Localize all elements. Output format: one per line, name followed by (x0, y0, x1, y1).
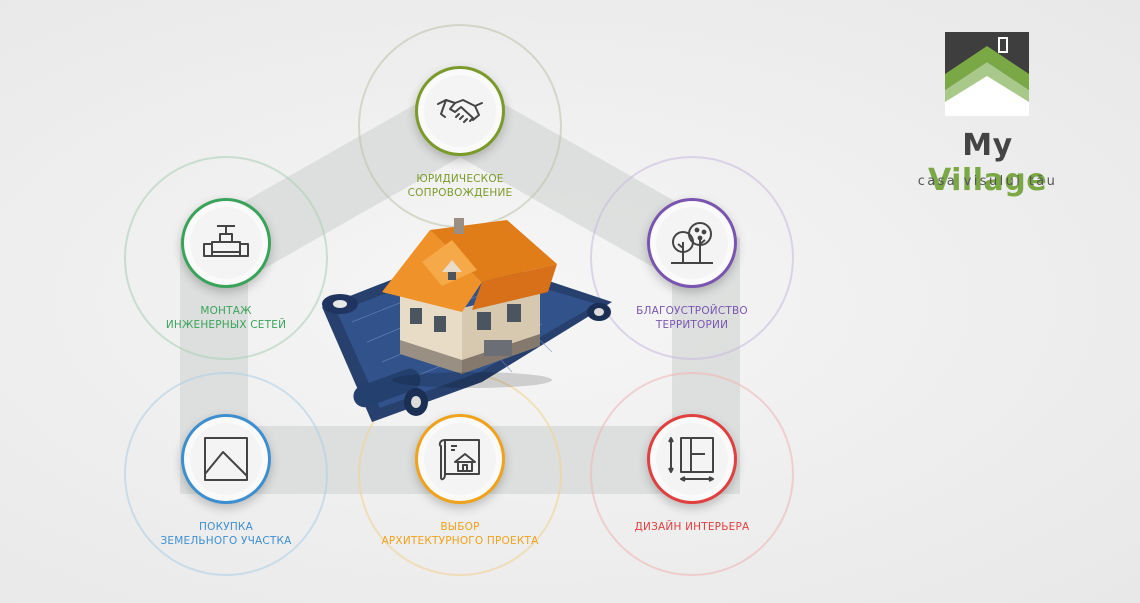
label-landscaping-line2: ТЕРРИТОРИИ (655, 319, 729, 331)
service-interior[interactable]: ДИЗАЙН ИНТЕРЬЕРА (590, 372, 794, 576)
service-project[interactable]: ВЫБОР АРХИТЕКТУРНОГО ПРОЕКТА (358, 372, 562, 576)
label-project-line1: ВЫБОР (440, 521, 480, 533)
logo-brand-name: My Village (900, 128, 1075, 198)
label-legal-line2: СОПРОВОЖДЕНИЕ (407, 187, 513, 199)
service-engineering[interactable]: МОНТАЖ ИНЖЕНЕРНЫХ СЕТЕЙ (124, 156, 328, 360)
label-project-line2: АРХИТЕКТУРНОГО ПРОЕКТА (381, 535, 539, 547)
pipe-valve-icon (203, 225, 249, 257)
ring-engineering (124, 156, 328, 360)
icon-circle-landscaping (647, 198, 737, 288)
label-engineering-line1: МОНТАЖ (200, 305, 252, 317)
label-engineering-line2: ИНЖЕНЕРНЫХ СЕТЕЙ (165, 319, 287, 331)
icon-circle-land (181, 414, 271, 504)
trees-icon (671, 222, 713, 264)
ring-land (124, 372, 328, 576)
label-land-line1: ПОКУПКА (199, 521, 253, 533)
blueprint-icon (438, 439, 480, 481)
label-project: ВЫБОР АРХИТЕКТУРНОГО ПРОЕКТА (358, 520, 562, 548)
service-legal[interactable]: ЮРИДИЧЕСКОЕ СОПРОВОЖДЕНИЕ (358, 24, 562, 228)
logo-tagline: casa visului tău (917, 174, 1058, 189)
logo-brand-my: My (962, 128, 1013, 163)
label-legal: ЮРИДИЧЕСКОЕ СОПРОВОЖДЕНИЕ (358, 172, 562, 200)
label-engineering: МОНТАЖ ИНЖЕНЕРНЫХ СЕТЕЙ (124, 304, 328, 332)
my-village-logo[interactable]: My Village casa visului tău (900, 32, 1075, 202)
logo-brand-village: Village (927, 163, 1048, 198)
label-interior-line1: ДИЗАЙН ИНТЕРЬЕРА (634, 521, 750, 533)
label-landscaping-line1: БЛАГОУСТРОЙСТВО (636, 305, 748, 317)
ring-interior (590, 372, 794, 576)
service-landscaping[interactable]: БЛАГОУСТРОЙСТВО ТЕРРИТОРИИ (590, 156, 794, 360)
icon-circle-engineering (181, 198, 271, 288)
handshake-icon (437, 99, 483, 123)
land-plot-icon (204, 437, 248, 481)
label-landscaping: БЛАГОУСТРОЙСТВО ТЕРРИТОРИИ (590, 304, 794, 332)
label-land-line2: ЗЕМЕЛЬНОГО УЧАСТКА (160, 535, 292, 547)
logo-house-mark-icon (945, 32, 1029, 116)
label-land: ПОКУПКА ЗЕМЕЛЬНОГО УЧАСТКА (124, 520, 328, 548)
icon-circle-project (415, 414, 505, 504)
ring-landscaping (590, 156, 794, 360)
icon-circle-legal (415, 66, 505, 156)
label-legal-line1: ЮРИДИЧЕСКОЕ (416, 173, 504, 185)
label-interior: ДИЗАЙН ИНТЕРЬЕРА (590, 520, 794, 534)
icon-circle-interior (647, 414, 737, 504)
house-on-blueprints-image (322, 218, 612, 422)
floor-plan-icon (668, 437, 714, 482)
service-land[interactable]: ПОКУПКА ЗЕМЕЛЬНОГО УЧАСТКА (124, 372, 328, 576)
